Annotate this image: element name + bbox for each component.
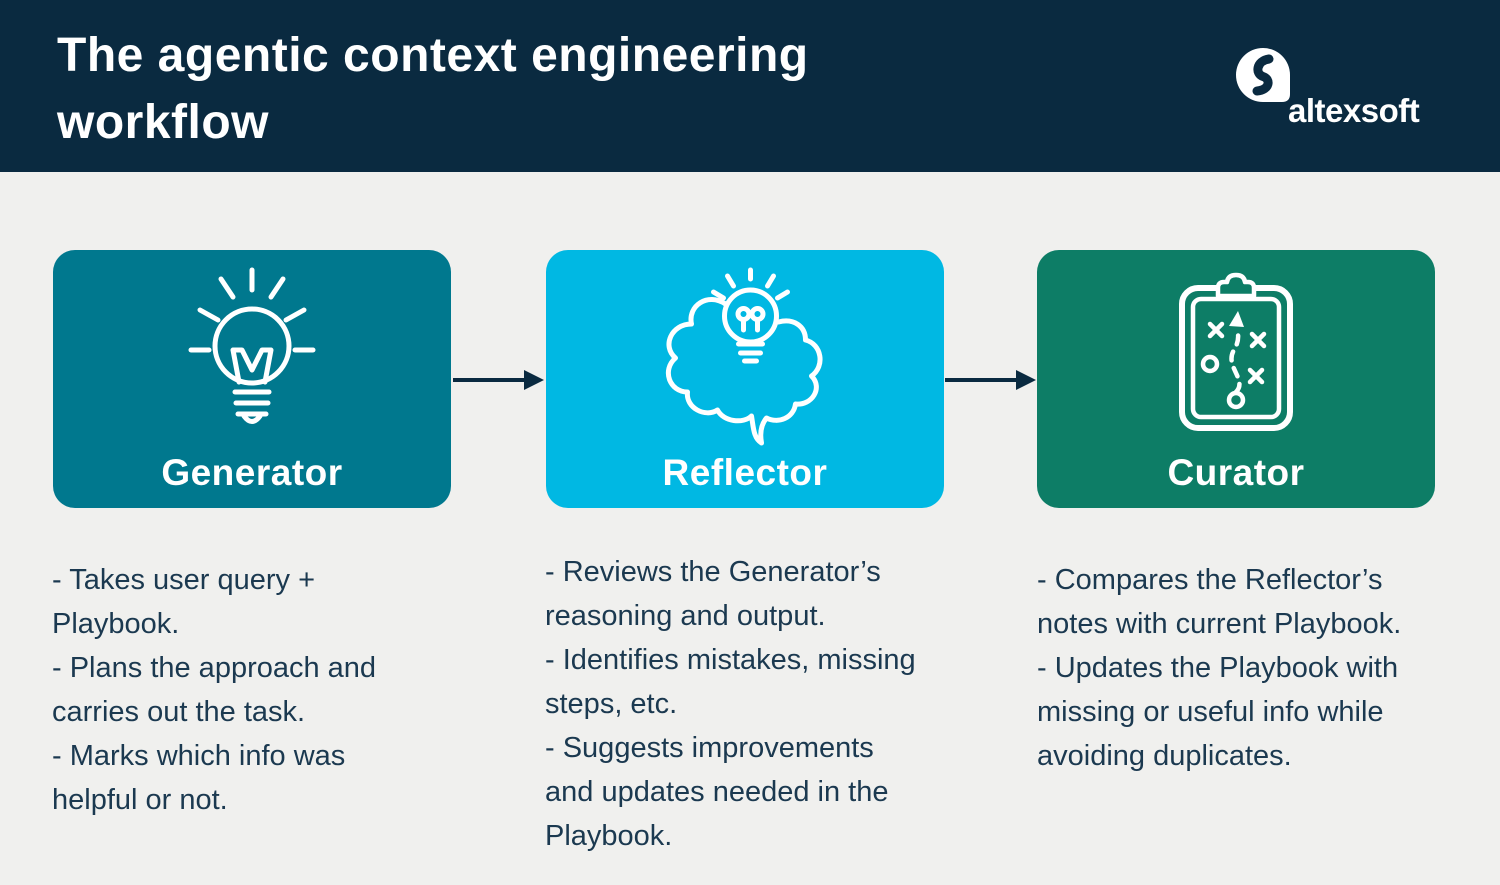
lightbulb-icon <box>188 267 316 424</box>
page-title: The agentic context engineering workflow <box>57 29 809 149</box>
reflector-card: Reflector <box>546 250 944 508</box>
curator-description: - Compares the Reflector’s notes with cu… <box>1037 564 1402 772</box>
reflector-label: Reflector <box>662 452 828 493</box>
brand-name: altexsoft <box>1288 92 1420 129</box>
strategy-clipboard-icon <box>1179 272 1293 431</box>
curator-label: Curator <box>1167 452 1305 493</box>
brain-idea-icon <box>665 267 823 446</box>
altexsoft-a-icon <box>1236 48 1290 102</box>
reflector-description: - Reviews the Generator’s reasoning and … <box>545 556 916 852</box>
header-banner: The agentic context engineering workflow… <box>0 0 1500 172</box>
generator-description: - Takes user query + Playbook. - Plans t… <box>52 564 377 816</box>
altexsoft-logo: altexsoft <box>1232 46 1462 146</box>
arrow-generator-to-reflector-icon <box>453 370 544 390</box>
curator-card: Curator <box>1037 250 1435 508</box>
generator-card: Generator <box>53 250 451 508</box>
arrow-reflector-to-curator-icon <box>945 370 1036 390</box>
generator-label: Generator <box>161 452 343 493</box>
